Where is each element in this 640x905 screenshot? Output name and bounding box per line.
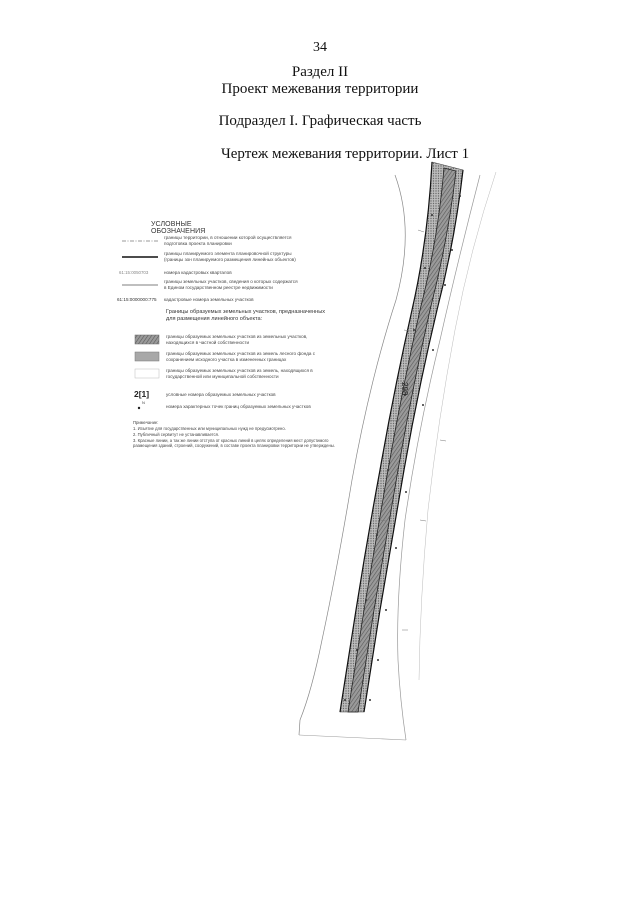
planning-boundary-symbol xyxy=(122,256,158,258)
boundary-ticks xyxy=(367,229,447,631)
legend-item-1: границы территории, в отношении которой … xyxy=(164,235,292,246)
legend-point-numbers: номера характерных точек границ образуем… xyxy=(166,404,311,409)
corridor-edge-right xyxy=(363,169,464,713)
note-1: 1. Изъятие для государственных или муниц… xyxy=(133,426,286,431)
legend-group-title: Границы образуемых земельных участков, п… xyxy=(166,309,326,322)
note-3: 3. Красные линии, а так же линии отступа… xyxy=(133,438,329,443)
sheet-title: Чертеж межевания территории. Лист 1 xyxy=(221,146,470,162)
project-title: Проект межевания территории xyxy=(221,81,419,97)
cadastral-quarter-symbol: 61:15:0050703 xyxy=(119,270,149,275)
subsection-title: Подраздел I. Графическая часть xyxy=(218,113,422,129)
territory-boundary-symbol xyxy=(122,240,158,242)
note-2: 2. Публичный сервитут не устанавливается… xyxy=(133,432,220,437)
legend-title: УСЛОВНЫЕ ОБОЗНАЧЕНИЯ xyxy=(151,221,206,235)
legend-item-4: границы земельных участков, сведения о к… xyxy=(164,279,298,290)
note-4: размещения зданий, строений, сооружений,… xyxy=(133,443,335,448)
legend-parcel-numbers: условные номера образуемых земельных уча… xyxy=(166,392,276,397)
territory-boundary-outer xyxy=(418,171,497,681)
corridor-edge-left xyxy=(339,161,433,713)
legend-item-2: границы планируемого элемента планировоч… xyxy=(164,251,296,262)
point-number-symbol: N xyxy=(142,400,145,405)
state-parcel-symbol xyxy=(134,368,160,379)
bottom-boundary xyxy=(298,734,407,741)
territory-boundary-left xyxy=(299,174,406,721)
forest-fund-parcel-symbol xyxy=(134,351,160,362)
territory-boundary-right xyxy=(397,174,481,741)
corridor-strip xyxy=(347,167,457,713)
legend-item-5: кадастровые номера земельных участков xyxy=(164,297,254,302)
legend-item-3: номера кадастровых кварталов xyxy=(164,270,232,275)
legend-group-item-2: границы образуемых земельных участков из… xyxy=(166,351,316,362)
legend-group-item-3: границы образуемых земельных участков из… xyxy=(166,368,313,379)
boundary-points xyxy=(344,195,461,701)
legend-group-item-1: границы образуемых земельных участков из… xyxy=(166,334,308,345)
point-marker-icon xyxy=(137,406,141,410)
land-plot-boundary-symbol xyxy=(122,284,158,286)
notes-title: Примечание: xyxy=(133,420,159,425)
territory-boundary-left-2 xyxy=(298,719,301,736)
cadastral-number-symbol: 61:15:0000000:775 xyxy=(117,297,157,302)
parcel-number-symbol: 2[1] xyxy=(134,389,150,399)
page-number: 34 xyxy=(313,40,327,55)
parcel-label-298: 298 xyxy=(400,382,409,396)
private-parcel-symbol xyxy=(134,334,160,345)
section-title: Раздел II xyxy=(291,64,349,80)
